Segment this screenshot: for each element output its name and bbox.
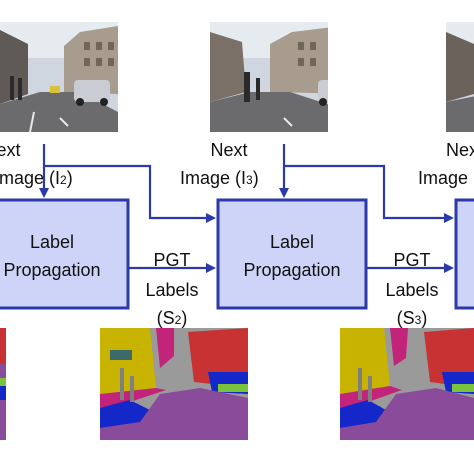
pgt-subscript: 3	[415, 313, 422, 327]
pgt-close: )	[421, 308, 427, 328]
input-label-close: )	[253, 168, 259, 188]
input-label-subscript: 3	[246, 173, 253, 187]
svg-text:Image (I3): Image (I3)	[180, 168, 259, 188]
input-label-line1: Next	[0, 140, 21, 160]
pgt-line3: (S	[157, 308, 175, 328]
pgt-line1: PGT	[153, 250, 190, 270]
box-label-line1: Label	[30, 232, 74, 252]
input-label-line1: Next	[446, 140, 474, 160]
input-label-line2: Image (I	[0, 168, 60, 188]
input-label-i4: Next Image (I4)	[418, 140, 474, 188]
input-label-line2: Image (I	[180, 168, 246, 188]
pgt-label-s3: PGT Labels (S3)	[385, 250, 438, 328]
arrow-i3-to-box3	[284, 164, 454, 223]
box-label-line2: Propagation	[243, 260, 340, 280]
input-label-i2: Next Image (I2)	[0, 140, 73, 188]
pgt-close: )	[181, 308, 187, 328]
input-image-i4	[446, 22, 474, 132]
input-label-close: )	[67, 168, 73, 188]
input-label-subscript: 2	[60, 173, 67, 187]
segmentation-output-left	[0, 328, 6, 440]
pgt-line3: (S	[397, 308, 415, 328]
arrows	[39, 144, 454, 273]
svg-text:(S2): (S2)	[157, 308, 188, 328]
pgt-subscript: 2	[175, 313, 182, 327]
input-label-line1: Next	[210, 140, 247, 160]
segmentation-output-s2	[100, 328, 248, 440]
pgt-line1: PGT	[393, 250, 430, 270]
label-propagation-box-3	[454, 198, 474, 310]
svg-text:(S3): (S3)	[397, 308, 428, 328]
label-propagation-box-1: Label Propagation	[0, 198, 130, 310]
input-image-i2	[0, 22, 118, 132]
pgt-line2: Labels	[385, 280, 438, 300]
svg-text:Image (I2): Image (I2)	[0, 168, 73, 188]
segmentation-output-s3	[340, 328, 474, 440]
label-propagation-box-2: Label Propagation	[216, 198, 368, 310]
svg-text:Image (I4): Image (I4)	[418, 168, 474, 188]
input-image-i3	[210, 22, 328, 132]
box-label-line1: Label	[270, 232, 314, 252]
arrow-i2-to-box2	[44, 164, 216, 223]
input-label-i3: Next Image (I3)	[180, 140, 259, 188]
box-label-line2: Propagation	[3, 260, 100, 280]
pgt-line2: Labels	[145, 280, 198, 300]
input-label-line2: Image (I	[418, 168, 474, 188]
pgt-label-s2: PGT Labels (S2)	[145, 250, 198, 328]
